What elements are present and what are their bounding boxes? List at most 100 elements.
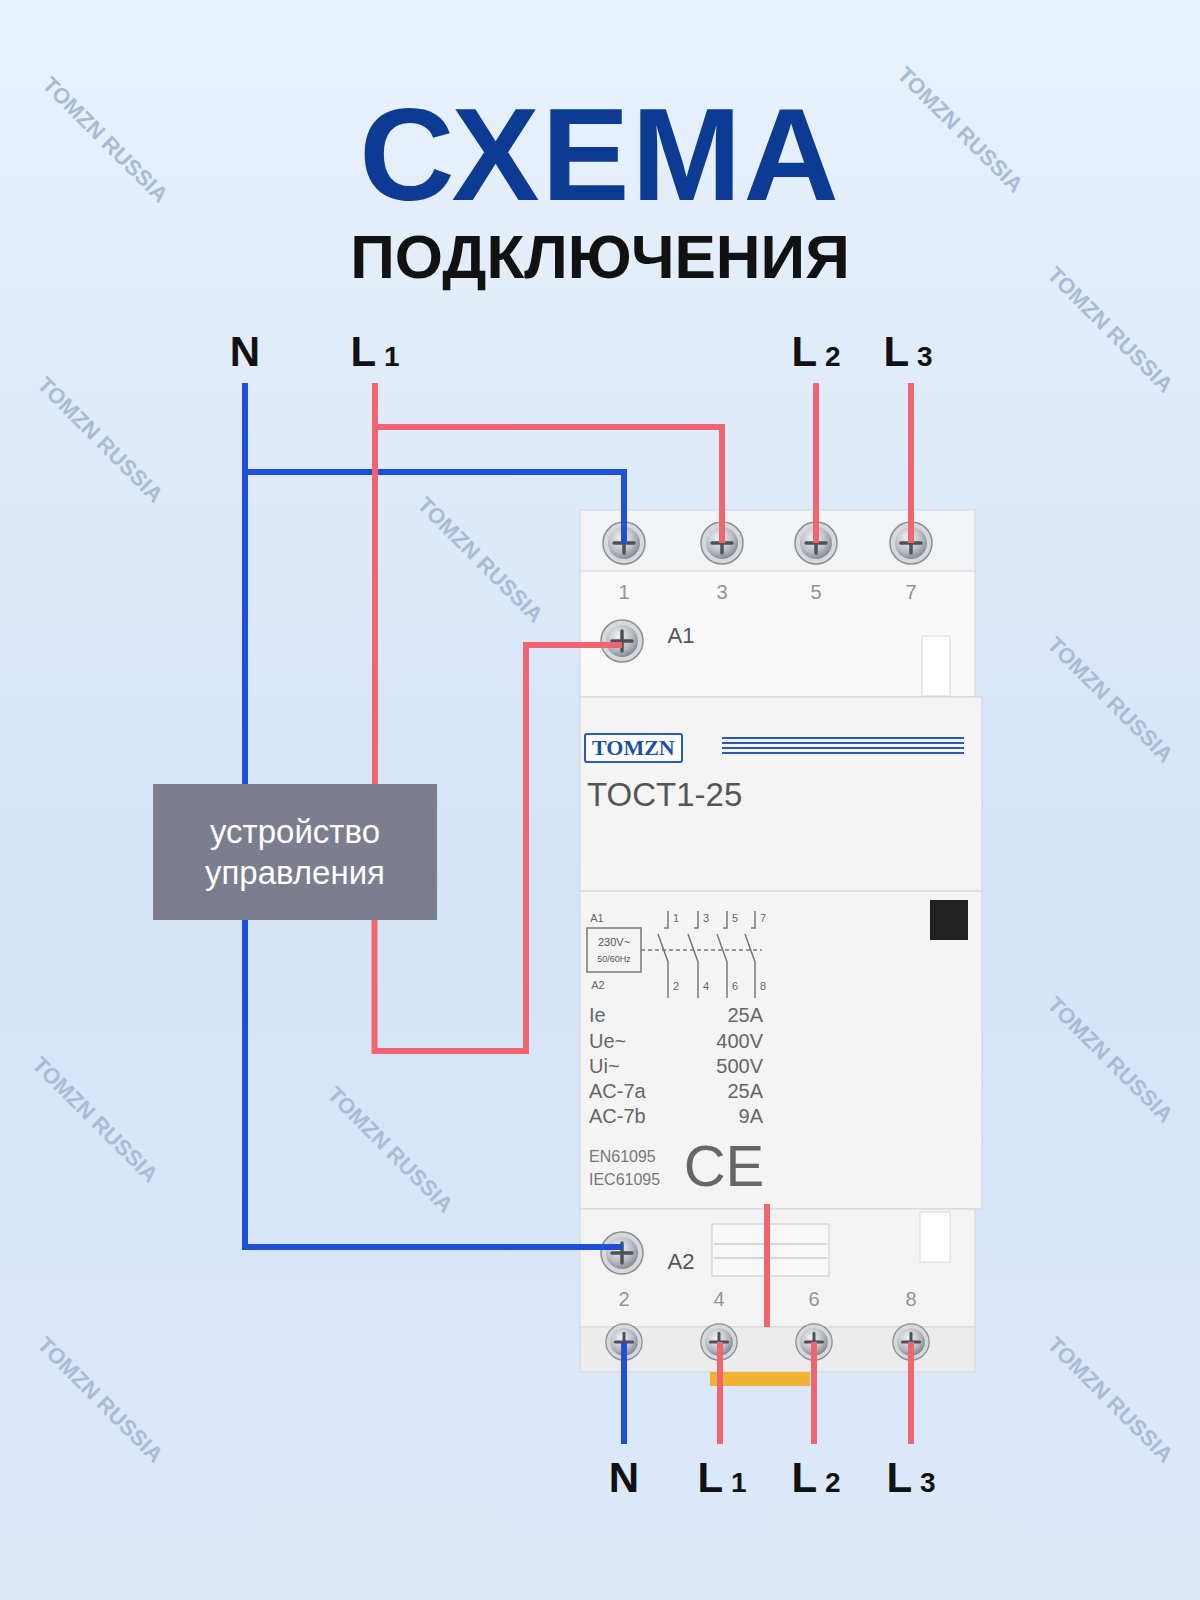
terminal-number: 8 [905,1289,916,1309]
spec-value: 400V [716,1031,763,1051]
terminal-number: 3 [716,582,727,602]
brand-stripes [722,742,964,744]
schematic-pin: 1 [673,913,679,924]
wires [621,1342,627,1444]
wire-label: N [230,331,260,373]
wires [813,383,819,543]
contactor-housing: TOMZN TOCT1-25 [580,510,982,1327]
terminal-number: 4 [713,1289,724,1309]
box-text: TOMZN [584,733,683,763]
spec-name: Ie [589,1005,606,1025]
wires [375,427,722,543]
wire-label: N [609,1457,639,1499]
wires [372,383,378,820]
housing [712,1224,829,1276]
watermark: TOMZN RUSSIA [1043,263,1177,397]
terminal-number: 6 [808,1289,819,1309]
housing [714,1257,827,1259]
coil-terminal-label: A1 [668,625,695,647]
housing [710,1372,810,1386]
watermark: TOMZN RUSSIA [1043,633,1177,767]
spec-name: Ue~ [589,1031,626,1051]
subtitle-text: ПОДКЛЮЧЕНИЯ [350,226,849,288]
housing [580,510,975,572]
contact-schematic [641,949,762,951]
spec-value: 25A [727,1081,763,1101]
terminal-screws [601,1232,643,1274]
housing [920,1212,950,1262]
contact-schematic [587,928,641,972]
housing [580,1209,975,1327]
spec-name: AC-7a [589,1081,646,1101]
brand-stripes [722,747,964,749]
coil-terminal-label: A2 [668,1251,695,1273]
housing [714,1243,827,1245]
wire-label: L2 [791,1457,840,1499]
schematic-pin: 7 [760,913,766,924]
watermark: TOMZN RUSSIA [33,1333,167,1467]
contact-schematic [658,911,668,998]
terminal-number: 1 [618,582,629,602]
housing [580,890,982,892]
schematic-pin: 4 [703,981,709,992]
housing [922,636,950,696]
brand-stripes [722,737,964,739]
schematic-pin: 6 [732,981,738,992]
terminal-screws [601,522,932,1360]
standard-code: IEC61095 [589,1172,660,1188]
watermark: TOMZN RUSSIA [893,63,1027,197]
schematic-pin: 5 [732,913,738,924]
brand-stripes [722,738,964,753]
housing [580,510,982,1386]
coil-voltage: 230V~ [598,937,630,948]
spec-value: 9A [739,1106,763,1126]
box-text: устройство управления [171,811,419,894]
terminal-screws [601,620,643,662]
terminal-number: 5 [810,582,821,602]
title-text: СХЕМА [359,89,841,221]
housing [580,571,975,697]
schematic-pin: 8 [760,981,766,992]
terminal-number: 2 [618,1289,629,1309]
wire-label: L2 [791,331,840,373]
wire-label: L1 [697,1457,746,1499]
watermark: TOMZN RUSSIA [38,73,172,207]
wire-label: L3 [883,331,932,373]
spec-name: AC-7b [589,1106,646,1126]
spec-value: 25A [727,1005,763,1025]
schematic-pin: A1 [590,913,603,924]
spec-name: Ui~ [589,1056,620,1076]
wires [908,1342,914,1444]
coil-frequency: 50/60Hz [597,955,631,964]
wire-label: L3 [886,1457,935,1499]
brand-stripes [722,752,964,754]
schematic-pin: A2 [591,980,604,991]
housing [580,697,982,1209]
contact-schematic [688,911,698,998]
wires [717,1342,723,1444]
wires [764,1204,770,1327]
housing [930,900,968,940]
box-subtext: TOCT1-25 [587,778,742,811]
watermark: TOMZN RUSSIA [1043,1333,1177,1467]
watermark: TOMZN RUSSIA [413,493,547,627]
contact-schematic [717,911,727,998]
schematic-pin: 2 [673,981,679,992]
wire-label: L1 [350,331,399,373]
watermark: TOMZN RUSSIA [33,373,167,507]
wires [578,642,622,648]
control-device-box: устройство управления [153,784,437,920]
contact-schematic [745,911,755,998]
wires [811,1342,817,1444]
terminal-number: 7 [905,582,916,602]
contact-schematic [587,911,762,998]
spec-value: 500V [716,1056,763,1076]
wires [908,383,914,543]
ce-mark: CE [684,1137,765,1195]
watermark: TOMZN RUSSIA [323,1083,457,1217]
schematic-pin: 3 [703,913,709,924]
watermark: TOMZN RUSSIA [1043,993,1177,1127]
watermark: TOMZN RUSSIA [28,1053,162,1187]
standard-code: EN61095 [589,1149,656,1165]
